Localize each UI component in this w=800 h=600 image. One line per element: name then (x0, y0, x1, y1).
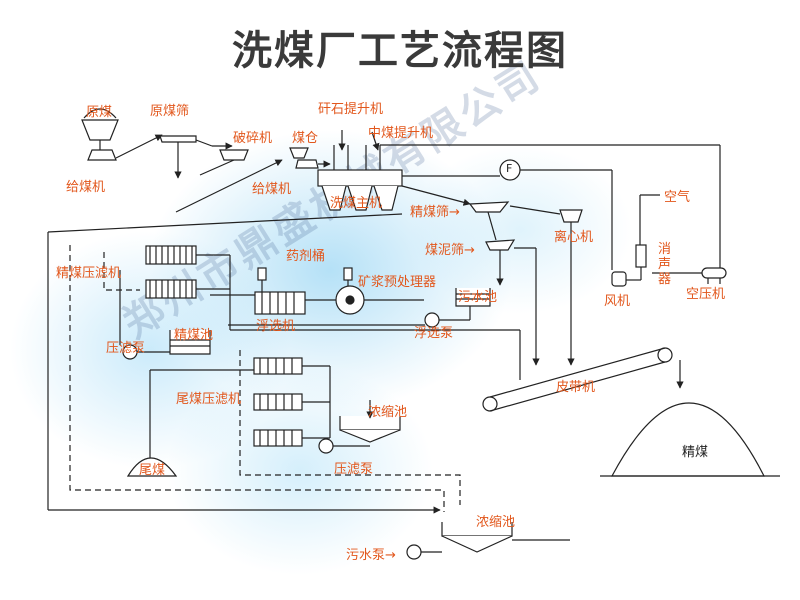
label-crusher: 破碎机 (233, 131, 273, 146)
label-clean-coal-tank: 精煤池 (174, 328, 214, 343)
pulp-preprocessor-drum (343, 267, 353, 281)
feeder-1 (87, 149, 117, 161)
raw-coal-hopper (81, 119, 119, 141)
label-blower: 风机 (604, 294, 631, 309)
label-raw-coal: 原煤 (86, 105, 113, 120)
clean-coal-pile (610, 402, 765, 477)
feeder-2 (295, 159, 319, 169)
silencer (635, 244, 647, 268)
blower (611, 271, 627, 287)
label-centrifuge: 离心机 (554, 230, 594, 245)
label-middling-elevator: 中煤提升机 (368, 126, 434, 141)
label-raw-coal-screen: 原煤筛 (150, 104, 190, 119)
label-silencer: 消声器 (658, 242, 672, 287)
slime-screen (485, 239, 516, 251)
tailings-pile (126, 457, 178, 477)
label-clean-coal-pile: 精煤 (682, 445, 709, 460)
label-fan-symbol: F (506, 162, 513, 175)
label-coal-bin: 煤仓 (292, 131, 319, 146)
flotation-machine (254, 291, 306, 315)
label-feeder-2: 给煤机 (252, 182, 292, 197)
clean-coal-screen (468, 201, 510, 213)
label-flotation-machine: 浮选机 (256, 319, 296, 334)
label-belt-conveyor: 皮带机 (556, 380, 596, 395)
air-compressor (701, 267, 727, 279)
label-filter-pump-2: 压滤泵 (334, 462, 374, 477)
coal-bin (289, 147, 309, 159)
label-gangue-elevator: 矸石提升机 (318, 102, 384, 117)
page-title: 洗煤厂工艺流程图 (232, 27, 568, 74)
label-air: 空气 (664, 190, 691, 205)
label-jig: 洗煤主机 (330, 196, 383, 211)
label-feeder-1: 给煤机 (66, 180, 106, 195)
label-thickener-2: 浓缩池 (476, 515, 516, 530)
label-flotation-pump: 浮选泵 (414, 326, 454, 341)
label-thickener-1: 浓缩池 (368, 405, 408, 420)
label-sewage-tank-1: 污水池 (458, 290, 498, 305)
jig (317, 169, 403, 187)
label-reagent-bucket: 药剂桶 (286, 249, 326, 264)
label-tailings-filter-press: 尾煤压滤机 (176, 392, 242, 407)
label-pulp-preprocessor: 矿浆预处理器 (358, 275, 437, 290)
sewage-tank-1 (455, 288, 491, 307)
clean-coal-tank (169, 330, 211, 355)
label-air-compressor: 空压机 (686, 287, 726, 302)
label-sewage-pump: 污水泵→ (346, 548, 396, 563)
label-filter-pump-1: 压滤泵 (106, 341, 146, 356)
label-slime-screen: 煤泥筛→ (425, 243, 475, 258)
reagent-bucket (257, 267, 267, 281)
raw-coal-screen (159, 135, 197, 143)
tailings-filter-press (253, 357, 303, 447)
label-clean-coal-screen: 精煤筛→ (410, 205, 460, 220)
centrifuge (559, 209, 583, 223)
clean-coal-filter-press (145, 245, 197, 299)
label-clean-coal-filter-press: 精煤压滤机 (56, 266, 122, 281)
crusher (219, 149, 249, 161)
label-tailings-pile: 尾煤 (139, 463, 166, 478)
